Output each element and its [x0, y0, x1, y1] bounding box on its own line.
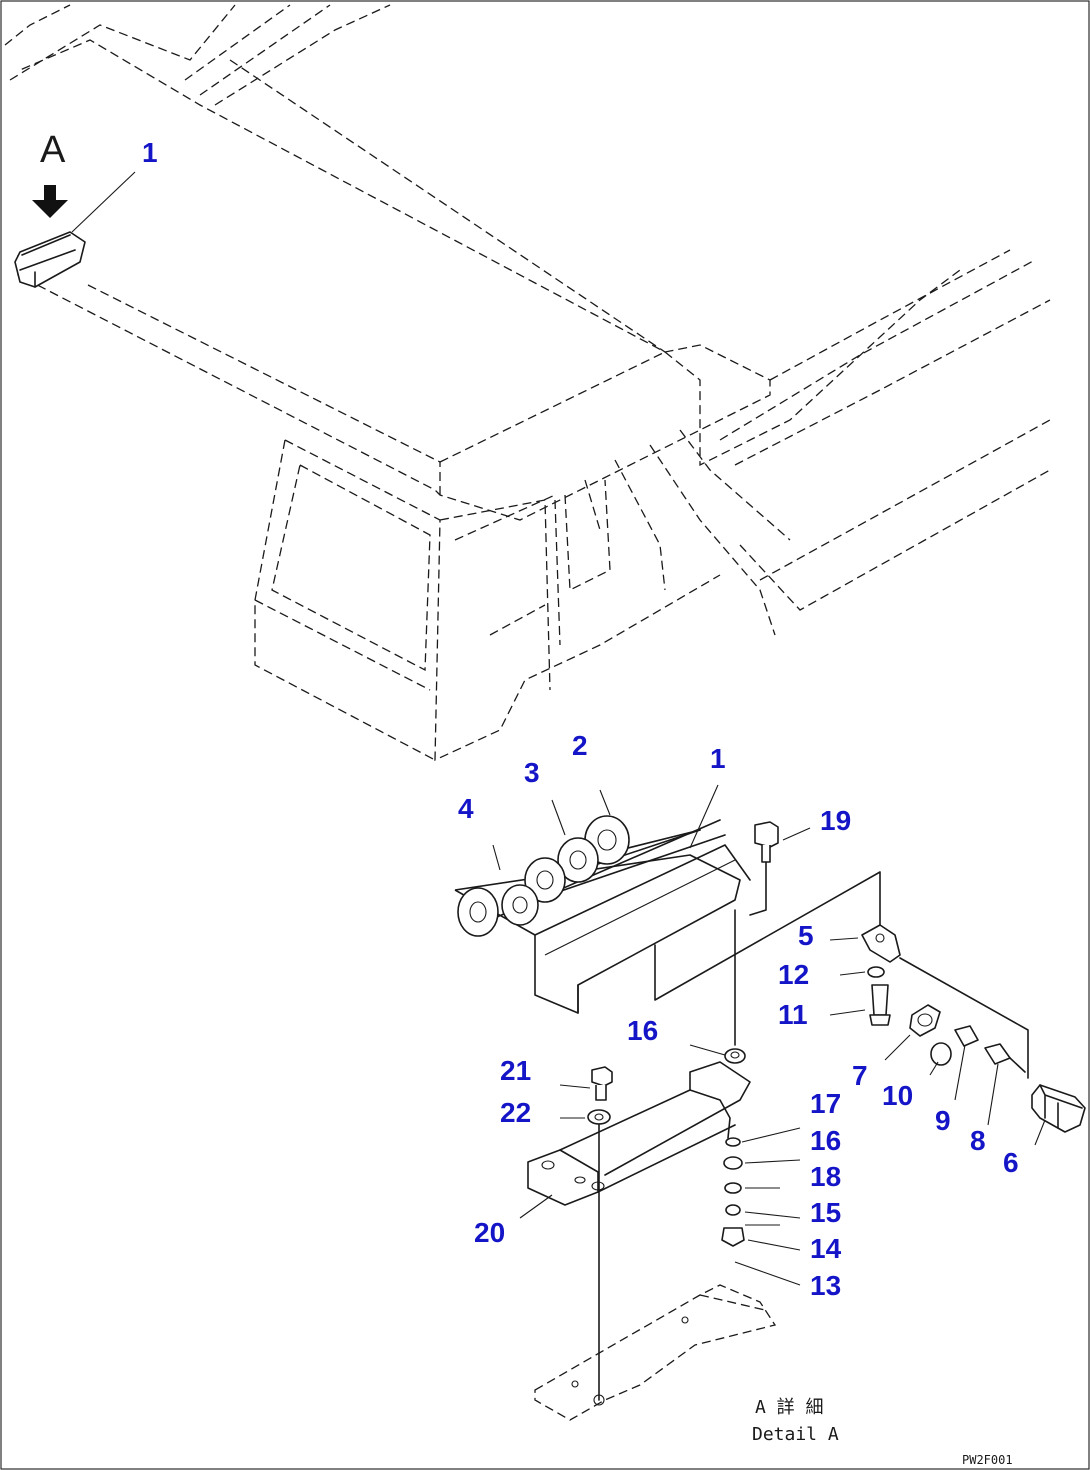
callout-3: 3: [524, 757, 540, 788]
callout-5: 5: [798, 920, 814, 951]
callout-18: 18: [810, 1161, 841, 1192]
roof-lamp: [14, 231, 86, 288]
callout-12: 12: [778, 959, 809, 990]
callout-10: 10: [882, 1080, 913, 1111]
view-a-letter: A: [40, 129, 66, 171]
truck-body-outline: [4, 4, 1051, 762]
bolt-21: [559, 1066, 613, 1101]
callout-15: 15: [810, 1197, 841, 1228]
callout-16-upper: 16: [627, 1015, 658, 1046]
view-direction-arrow-icon: [32, 185, 68, 218]
horn-assembly: [454, 784, 751, 1014]
callout-8: 8: [970, 1125, 986, 1156]
callout-17: 17: [810, 1088, 841, 1119]
callout-4: 4: [458, 793, 474, 824]
connector-7: [884, 1004, 941, 1061]
lamp-6: [1031, 1084, 1086, 1146]
horn-4a: [501, 884, 539, 926]
detail-caption-jp: A 詳 細: [755, 1397, 824, 1418]
washer-12: [839, 966, 885, 978]
terminal-8: [984, 1043, 1026, 1126]
leader-1-top: [71, 171, 136, 233]
callout-20: 20: [474, 1217, 505, 1248]
callout-2: 2: [572, 730, 588, 761]
callout-13: 13: [810, 1270, 841, 1301]
nut-stack: [689, 1044, 801, 1286]
bracket-5: [829, 924, 1029, 1079]
nut-16-upper: [724, 1048, 746, 1064]
callout-16-lower: 16: [810, 1125, 841, 1156]
callout-19: 19: [820, 805, 851, 836]
screw-11: [829, 984, 891, 1026]
callout-14: 14: [810, 1233, 842, 1264]
bracket-20: [519, 1061, 751, 1219]
grommet-10: [929, 1042, 952, 1076]
washer-22: [560, 1109, 611, 1125]
bolt-19: [749, 821, 811, 916]
terminal-9: [954, 1025, 979, 1101]
callout-7: 7: [852, 1060, 868, 1091]
callout-9: 9: [935, 1105, 951, 1136]
drawing-code: PW2F001: [962, 1453, 1013, 1467]
frame-member: [534, 1284, 777, 1421]
callout-22: 22: [500, 1097, 531, 1128]
horn-mid: [524, 857, 566, 903]
horn-4: [457, 887, 499, 937]
detail-caption-en: Detail A: [752, 1424, 839, 1445]
callout-21: 21: [500, 1055, 531, 1086]
callout-6: 6: [1003, 1147, 1019, 1178]
callout-1-top: 1: [142, 137, 158, 168]
callout-11: 11: [778, 999, 808, 1030]
callout-labels: 1 1 2 3 4 5 6 7 8 9 10 11 12 13 14 15 16…: [142, 137, 1019, 1301]
callout-1: 1: [710, 743, 726, 774]
horn-3: [557, 837, 599, 883]
view-a-marker: A: [32, 129, 68, 218]
